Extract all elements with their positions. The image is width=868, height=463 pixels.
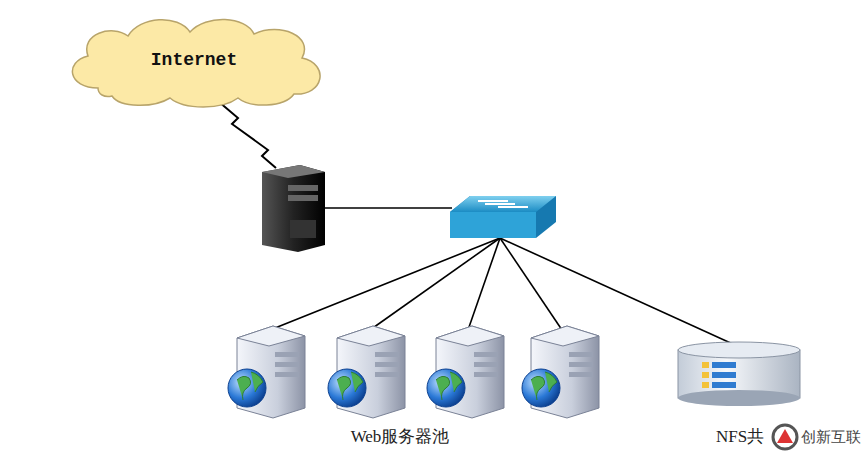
web-server: [228, 326, 305, 418]
internet-cloud: Internet: [58, 10, 330, 110]
storage-caption: NFS共: [716, 425, 764, 448]
web-server: [328, 326, 405, 418]
gateway-server: [262, 165, 325, 252]
wan-link: [212, 96, 276, 168]
network-switch: [450, 196, 556, 238]
watermark-text: 创新互联: [801, 428, 861, 447]
pool-caption: Web服务器池: [351, 425, 450, 448]
node-text: Internet: [151, 50, 237, 70]
nfs-storage: [678, 342, 800, 406]
web-server: [522, 326, 599, 418]
watermark-logo: [773, 425, 797, 449]
web-server: [427, 326, 504, 418]
lan-wires: [270, 208, 735, 345]
